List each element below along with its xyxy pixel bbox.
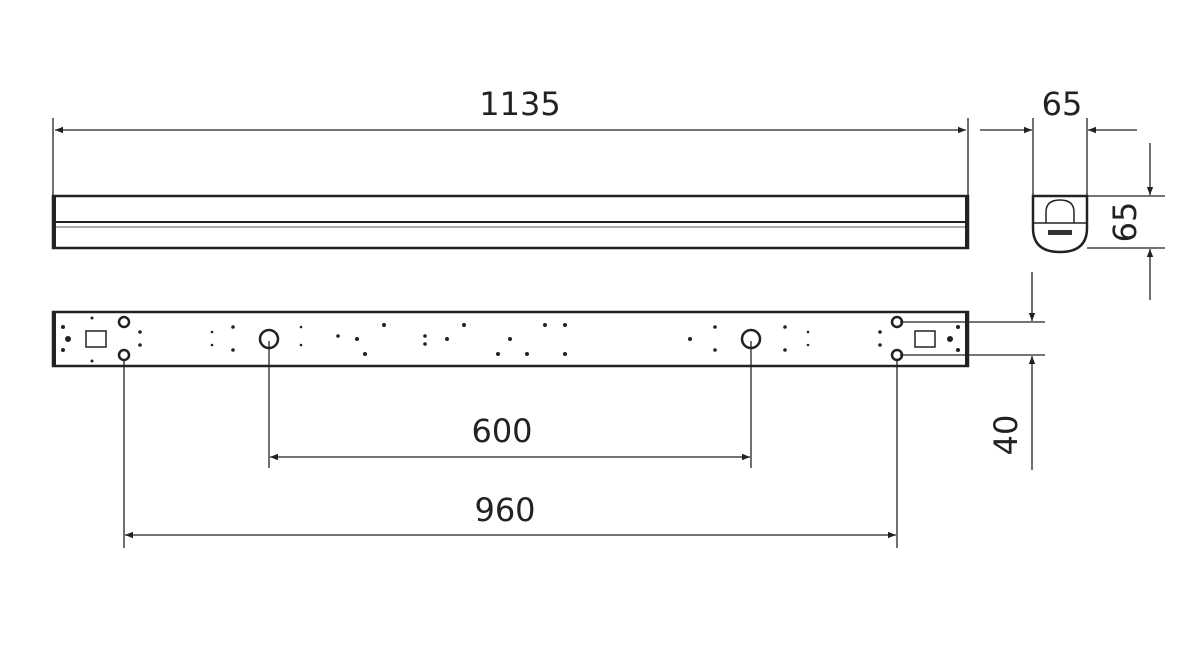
- dimension-overall-length: 1135: [52, 85, 969, 196]
- dim-label-960: 960: [474, 491, 535, 529]
- dim-label-65-height: 65: [1106, 202, 1144, 243]
- end-view: [1031, 194, 1089, 254]
- dim-label-65-width: 65: [1042, 85, 1083, 123]
- dimension-inner-hole-spacing: 600: [268, 341, 752, 468]
- dimension-profile-width: 65: [980, 85, 1137, 196]
- dim-label-40: 40: [987, 415, 1025, 456]
- rear-view: [51, 310, 970, 368]
- dim-label-1135: 1135: [479, 85, 560, 123]
- dimension-outer-hole-spacing: 960: [123, 360, 898, 548]
- dimension-mount-vertical: 40: [900, 272, 1045, 470]
- dim-label-600: 600: [471, 412, 532, 450]
- dimension-profile-height: 65: [1087, 143, 1165, 300]
- side-view: [51, 194, 970, 250]
